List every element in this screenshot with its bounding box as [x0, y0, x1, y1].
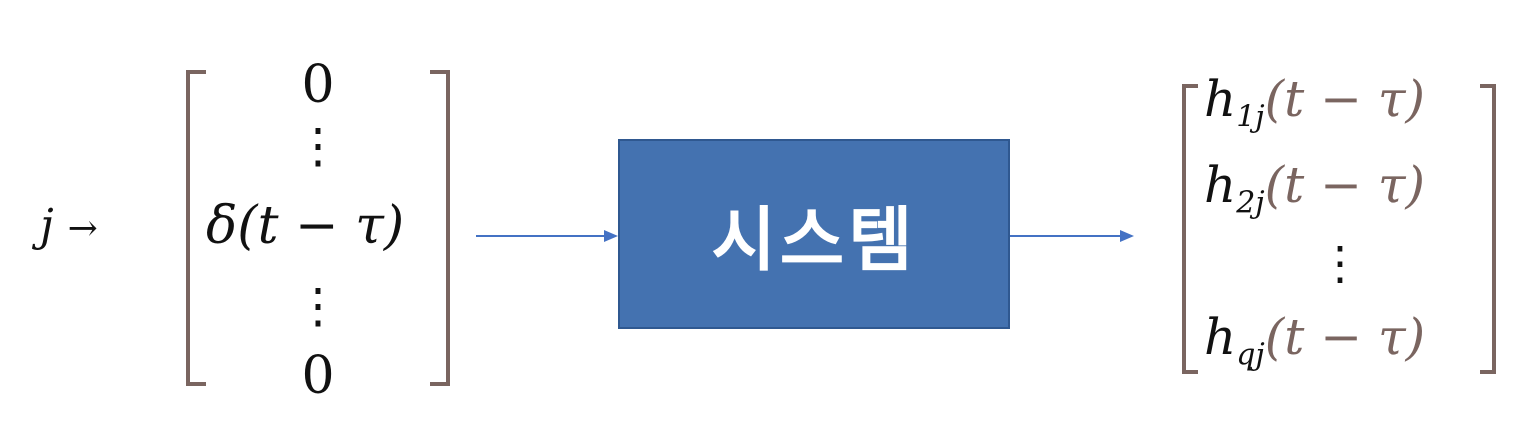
output-row-q: hqj(t − τ): [1204, 308, 1426, 370]
input-left-bracket: [186, 70, 206, 386]
system-to-output-arrowhead: [1120, 230, 1134, 242]
output-row-q-argument: (t − τ): [1264, 308, 1426, 366]
input-vector-top: 0: [301, 55, 335, 115]
output-right-bracket: [1480, 84, 1496, 374]
input-index: j →: [40, 200, 98, 251]
input-vector-dots-top: ⋮: [294, 118, 342, 174]
input-vector-dots-bottom: ⋮: [294, 278, 342, 334]
output-row-2-subscript: 2j: [1236, 185, 1265, 221]
output-row-2-h: h: [1204, 156, 1237, 214]
system-label: 시스템: [711, 198, 917, 281]
input-index-variable: j: [40, 200, 54, 251]
input-to-system-arrowhead: [604, 230, 618, 242]
output-row-1: h1j(t − τ): [1204, 70, 1426, 132]
output-left-bracket: [1182, 84, 1198, 374]
output-row-2-argument: (t − τ): [1264, 156, 1426, 214]
output-row-1-h: h: [1204, 70, 1237, 128]
input-vector-impulse: δ(t − τ): [206, 196, 404, 256]
output-vector-dots: ⋮: [1317, 236, 1363, 290]
output-row-1-argument: (t − τ): [1264, 70, 1426, 128]
input-right-bracket: [430, 70, 450, 386]
input-index-arrow: →: [67, 208, 98, 249]
output-row-q-h: h: [1204, 308, 1237, 366]
input-vector-bottom: 0: [301, 346, 335, 406]
output-row-q-subscript: qj: [1236, 337, 1265, 373]
impulse-text: δ(t − τ): [206, 196, 405, 256]
output-row-1-subscript: 1j: [1236, 99, 1265, 135]
system-block: 시스템: [618, 139, 1010, 329]
output-row-2: h2j(t − τ): [1204, 156, 1426, 218]
